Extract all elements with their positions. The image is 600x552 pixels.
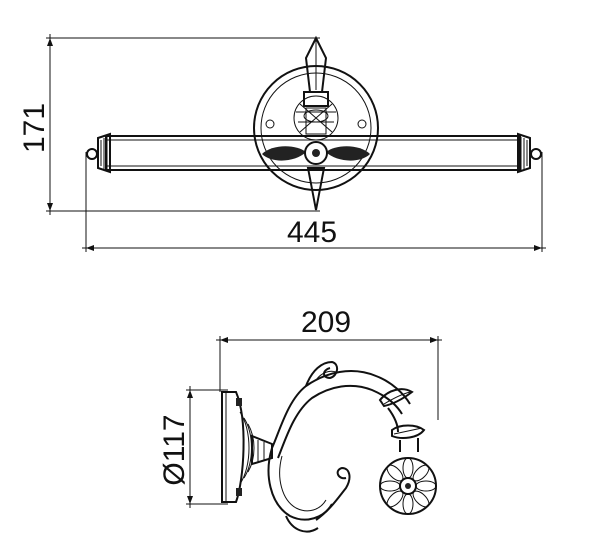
depth-value-label: 209 — [301, 306, 351, 339]
right-end-cap — [517, 132, 542, 174]
depth-dimension: 209 — [216, 306, 442, 420]
collar — [391, 424, 426, 452]
rosette — [379, 457, 437, 515]
side-view: 209 Ø117 — [158, 306, 442, 533]
diameter-value-label: Ø117 — [158, 414, 191, 485]
light-tube — [105, 135, 521, 171]
lower-spike — [306, 167, 326, 211]
width-dimension: 445 — [82, 152, 546, 252]
mounting-base — [221, 391, 273, 503]
leaf-ornament — [262, 141, 370, 165]
width-value-label: 445 — [287, 216, 337, 249]
arm-leaf — [378, 388, 414, 433]
front-view: 171 445 — [18, 34, 546, 252]
height-value-label: 171 — [18, 103, 51, 153]
scroll-arm — [267, 360, 411, 533]
finial — [303, 35, 329, 135]
diameter-dimension: Ø117 — [158, 386, 228, 508]
height-dimension: 171 — [18, 34, 320, 215]
left-end-cap — [86, 132, 111, 174]
